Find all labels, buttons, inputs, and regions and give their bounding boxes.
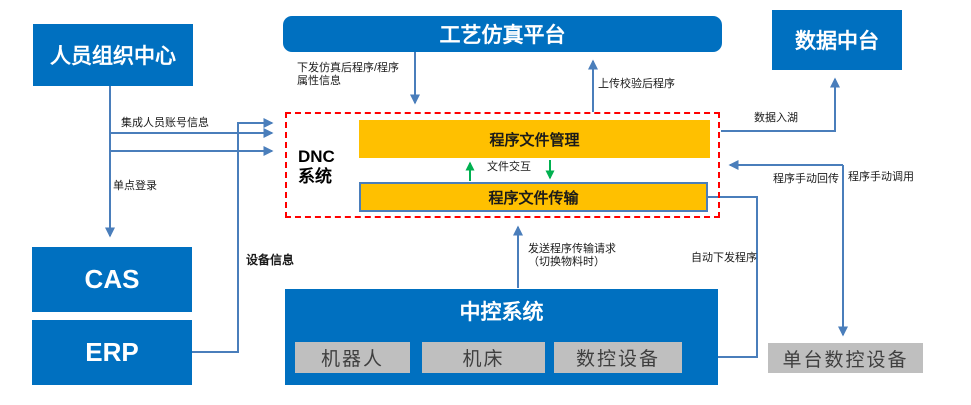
label-manual-program-return: 程序手动回传 xyxy=(773,173,839,185)
node-simulation-platform: 工艺仿真平台 xyxy=(283,16,722,52)
label-device-info: 设备信息 xyxy=(246,253,295,267)
central-control-title: 中控系统 xyxy=(459,301,544,324)
node-single-cnc-equipment: 单台数控设备 xyxy=(768,343,923,373)
node-program-file-management: 程序文件管理 xyxy=(359,120,710,158)
node-erp: ERP xyxy=(32,320,192,385)
label-manual-program-call: 程序手动调用 xyxy=(848,171,914,183)
label-integrate-account-info: 集成人员账号信息 xyxy=(121,117,209,129)
node-program-file-transfer: 程序文件传输 xyxy=(359,182,708,212)
dnc-system-container xyxy=(285,112,720,218)
node-robot: 机器人 xyxy=(295,342,410,373)
label-send-transfer-request: 发送程序传输请求 （切换物料时） xyxy=(528,243,616,268)
label-data-into-lake: 数据入湖 xyxy=(754,112,798,124)
node-personnel-center: 人员组织中心 xyxy=(33,24,193,86)
node-cas: CAS xyxy=(32,247,192,312)
label-file-exchange: 文件交互 xyxy=(487,161,531,173)
label-send-simulated-program: 下发仿真后程序/程序 属性信息 xyxy=(297,62,400,87)
node-data-platform: 数据中台 xyxy=(772,10,902,70)
dnc-system-label: DNC 系统 xyxy=(298,147,335,186)
label-single-sign-on: 单点登录 xyxy=(113,180,157,192)
label-upload-verified-program: 上传校验后程序 xyxy=(598,78,675,90)
node-cnc-equipment: 数控设备 xyxy=(554,342,682,373)
edge-device-info xyxy=(192,118,274,353)
node-machine-tool: 机床 xyxy=(422,342,545,373)
label-auto-send-program: 自动下发程序 xyxy=(691,252,757,264)
